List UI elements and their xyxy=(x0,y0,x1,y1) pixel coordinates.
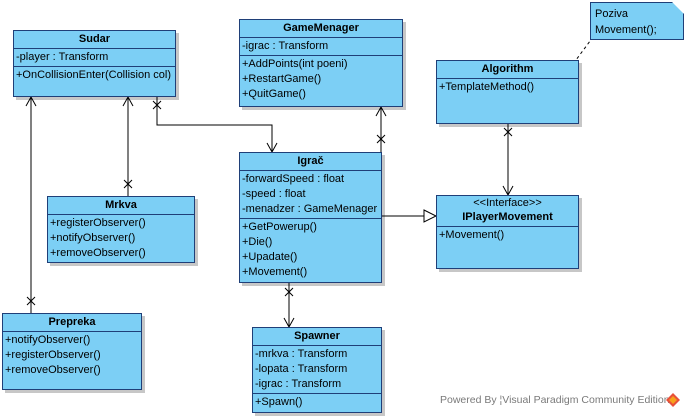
arrowhead-gamemenager xyxy=(375,105,387,117)
watermark-text: Powered By ¦Visual Paradigm Community Ed… xyxy=(440,394,670,406)
operation: +Die() xyxy=(242,236,273,248)
operation: +notifyObserver() xyxy=(5,334,91,346)
class-title: Prepreka xyxy=(3,314,141,332)
class-title: Igrač xyxy=(240,153,381,171)
operations-section: +AddPoints(int poeni) +RestartGame() +Qu… xyxy=(240,55,402,103)
operations-section: +notifyObserver() +registerObserver() +r… xyxy=(3,332,141,379)
class-sudar[interactable]: Sudar -player : Transform +OnCollisionEn… xyxy=(13,30,176,97)
x-mark-sudar-igrac xyxy=(152,100,162,110)
class-spawner[interactable]: Spawner -mrkva : Transform -lopata : Tra… xyxy=(252,327,382,413)
attribute: -forwardSpeed : float xyxy=(242,173,345,185)
operation: +Spawn() xyxy=(255,396,303,408)
attribute: -menadzer : GameMenager xyxy=(242,203,378,215)
operation: +removeObserver() xyxy=(5,364,101,376)
note-line: Poziva xyxy=(595,8,629,20)
class-title: Algorithm xyxy=(437,61,578,79)
note[interactable]: Poziva Movement(); xyxy=(590,2,684,40)
operations-section: +Spawn() xyxy=(253,393,381,411)
operation: +registerObserver() xyxy=(50,217,146,229)
class-algorithm[interactable]: Algorithm +TemplateMethod() xyxy=(436,60,579,124)
attribute: -speed : float xyxy=(242,188,306,200)
operation: +OnCollisionEnter(Collision col) xyxy=(16,69,171,81)
class-title: GameMenager xyxy=(240,20,402,38)
x-mark-igrac-spawner xyxy=(284,287,294,297)
edge-sudar-igrac xyxy=(156,97,273,152)
attributes-section: -player : Transform xyxy=(14,49,175,66)
class-title: Mrkva xyxy=(48,197,194,215)
class-igrac[interactable]: Igrač -forwardSpeed : float -speed : flo… xyxy=(239,152,382,283)
operation: +AddPoints(int poeni) xyxy=(242,58,348,70)
operations-section: +Movement() xyxy=(437,227,578,244)
x-mark-algorithm xyxy=(503,127,513,137)
x-mark-mrkva xyxy=(123,179,133,189)
operations-section: +registerObserver() +notifyObserver() +r… xyxy=(48,215,194,262)
interface-iplayermovement[interactable]: <<Interface>> IPlayerMovement +Movement(… xyxy=(436,195,579,269)
operation: +QuitGame() xyxy=(242,88,306,100)
note-line: Movement(); xyxy=(595,24,657,36)
class-gamemenager[interactable]: GameMenager -igrac : Transform +AddPoint… xyxy=(239,19,403,107)
operation: +Upadate() xyxy=(242,251,298,263)
visual-paradigm-logo-icon xyxy=(666,393,680,407)
note-anchor-line xyxy=(575,36,594,61)
operation: +registerObserver() xyxy=(5,349,101,361)
operation: +GetPowerup() xyxy=(242,221,317,233)
attribute: -lopata : Transform xyxy=(255,363,348,375)
class-title: Sudar xyxy=(14,31,175,49)
class-prepreka[interactable]: Prepreka +notifyObserver() +registerObse… xyxy=(2,313,142,390)
operations-section: +OnCollisionEnter(Collision col) xyxy=(14,66,175,84)
attributes-section: -mrkva : Transform -lopata : Transform -… xyxy=(253,346,381,393)
operation: +Movement() xyxy=(439,229,505,241)
attribute: -mrkva : Transform xyxy=(255,348,348,360)
x-mark-prepreka xyxy=(26,296,36,306)
arrowhead-sudar-from-mrkva xyxy=(122,95,134,107)
operation: +TemplateMethod() xyxy=(439,81,535,93)
attributes-section: -igrac : Transform xyxy=(240,38,402,55)
attributes-section: -forwardSpeed : float -speed : float -me… xyxy=(240,171,381,218)
operation: +RestartGame() xyxy=(242,73,322,85)
operations-section: +GetPowerup() +Die() +Upadate() +Movemen… xyxy=(240,218,381,281)
attribute: -player : Transform xyxy=(16,51,109,63)
class-mrkva[interactable]: Mrkva +registerObserver() +notifyObserve… xyxy=(47,196,195,263)
class-title: IPlayerMovement xyxy=(462,211,553,223)
attribute: -igrac : Transform xyxy=(255,378,342,390)
class-title: Spawner xyxy=(253,328,381,346)
operation: +removeObserver() xyxy=(50,247,146,259)
attribute: -igrac : Transform xyxy=(242,40,329,52)
operations-section: +TemplateMethod() xyxy=(437,79,578,96)
realization-triangle xyxy=(423,209,438,223)
class-title-block: <<Interface>> IPlayerMovement xyxy=(437,196,578,227)
stereotype-label: <<Interface>> xyxy=(473,197,542,209)
arrowhead-sudar-from-prepreka xyxy=(25,95,37,107)
x-mark-igrac-gamemenager xyxy=(376,134,386,144)
operation: +Movement() xyxy=(242,266,308,278)
operation: +notifyObserver() xyxy=(50,232,136,244)
